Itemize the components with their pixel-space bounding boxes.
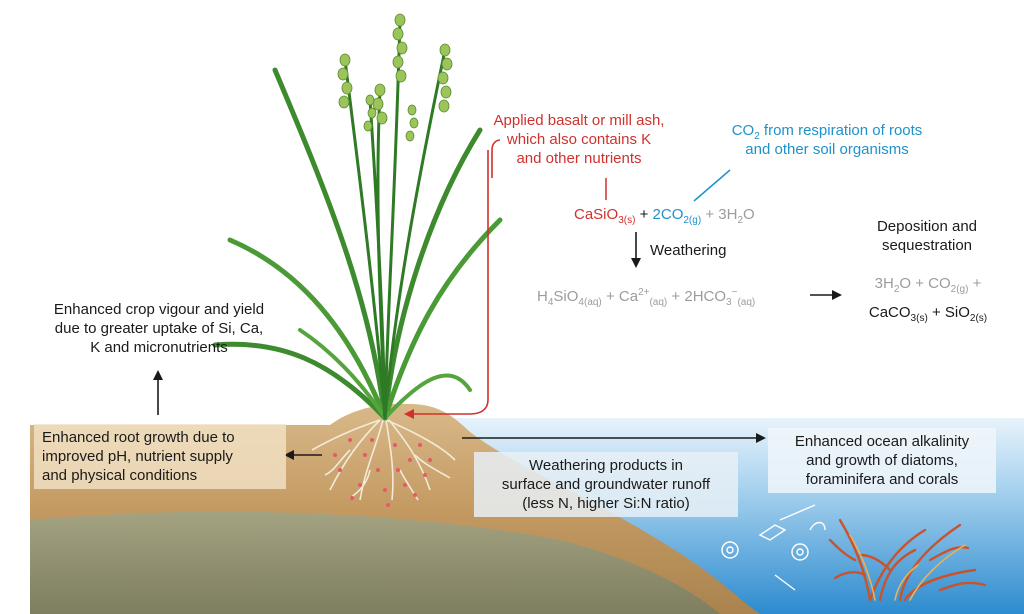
dep1-c: O + CO [899,275,951,292]
basalt-arrow [408,139,501,415]
applied-basalt-line-2: which also contains K [506,131,652,148]
dep2-a: CaCO [868,304,911,321]
deposition-arrowhead [832,290,842,300]
reaction-products: H4SiO4(aq) + Ca2+(aq) + 2HCO3−(aq) [537,287,756,308]
deposition-line-1: Deposition and [876,218,978,235]
water-reactant: + 3H [701,206,738,223]
ocean-box: Enhanced ocean alkalinity and growth of … [768,428,996,493]
applied-basalt-line-3: and other nutrients [516,150,642,167]
hco3-sup: − [731,287,738,298]
co2-reactant-sub: 2(g) [683,215,702,226]
crop-vigour-line-3: K and micronutrients [90,339,228,356]
seed-heads [337,13,453,142]
runoff-box: Weathering products in surface and groun… [474,452,738,517]
crop-vigour-line-2: due to greater uptake of Si, Ca, [54,320,264,337]
co2-reactant: 2CO [652,206,684,223]
corals [828,518,987,602]
root-nodules [333,438,432,507]
deposition-product-2: CaCO3(s) + SiO2(s) [844,303,1012,324]
dep2-b: 3(s) [910,313,928,324]
hco3-sub: 3 [726,297,732,308]
up-arrowhead [153,370,163,380]
left-arrowhead [284,450,294,460]
ocean-line-3: foraminifera and corals [805,471,959,488]
plus-ca: + Ca [601,288,639,305]
dep1-a: 3H [874,275,894,292]
crop-vigour-line-1: Enhanced crop vigour and yield [53,301,265,318]
subsoil [30,511,720,614]
basalt-arrowhead [404,409,414,419]
casio3-sub: 3(s) [618,215,636,226]
water-sub: 2 [737,215,744,226]
root-growth-line-3: and physical conditions [42,467,198,484]
ocean-line-1: Enhanced ocean alkalinity [794,433,970,450]
plus-1: + [635,206,653,223]
dep1-b: 2 [893,284,900,295]
dep2-c: + SiO [927,304,970,321]
crop-vigour-label: Enhanced crop vigour and yield due to gr… [20,300,298,357]
root-growth-box: Enhanced root growth due to improved pH,… [34,424,286,489]
sio4-sub: 4(aq) [578,297,602,308]
ca-sub: (aq) [649,297,668,308]
weathering-arrowhead [631,258,641,268]
root-growth-line-2: improved pH, nutrient supply [42,448,233,465]
diatoms [721,504,826,591]
co2-sub: 2 [754,131,760,142]
corals-light [849,534,966,601]
h4-sub: 4 [547,297,554,308]
co2-prefix: CO [731,122,755,139]
roots [311,419,456,501]
sio4: SiO [553,288,579,305]
hco3-aq: (aq) [737,297,756,308]
deposition-product-1: 3H2O + CO2(g) + [844,274,1012,295]
blue-connector [693,169,731,202]
applied-basalt-label: Applied basalt or mill ash, which also c… [486,111,672,168]
water-end: O [743,206,755,223]
casio3: CaSiO [574,206,619,223]
dep2-d: 2(s) [969,313,988,324]
h4-h: H [537,288,548,305]
ca-sup: 2+ [638,287,650,298]
plant [212,18,503,421]
runoff-line-1: Weathering products in [529,457,683,474]
co2-respiration-line-1: CO2 from respiration of roots [700,121,954,142]
runoff-line-3: (less N, higher Si:N ratio) [522,495,690,512]
dep1-e: + [968,275,982,292]
co2-respiration-label: CO2 from respiration of roots and other … [700,121,954,159]
deposition-line-2: sequestration [881,237,973,254]
deposition-label: Deposition and sequestration [852,217,1002,255]
dep1-d: 2(g) [950,284,969,295]
plus-hco3: + 2HCO [667,288,727,305]
co2-respiration-line-2: and other soil organisms [745,141,909,158]
co2-suffix: from respiration of roots [759,122,923,139]
right-arrowhead [756,433,766,443]
reaction-reactants: CaSiO3(s) + 2CO2(g) + 3H2O [574,205,814,226]
root-growth-line-1: Enhanced root growth due to [42,429,235,446]
runoff-line-2: surface and groundwater runoff [501,476,711,493]
applied-basalt-line-1: Applied basalt or mill ash, [493,112,665,129]
deposition-products: 3H2O + CO2(g) + CaCO3(s) + SiO2(s) [844,274,1012,324]
weathering-label: Weathering [650,242,727,259]
ocean-line-2: and growth of diatoms, [806,452,958,469]
